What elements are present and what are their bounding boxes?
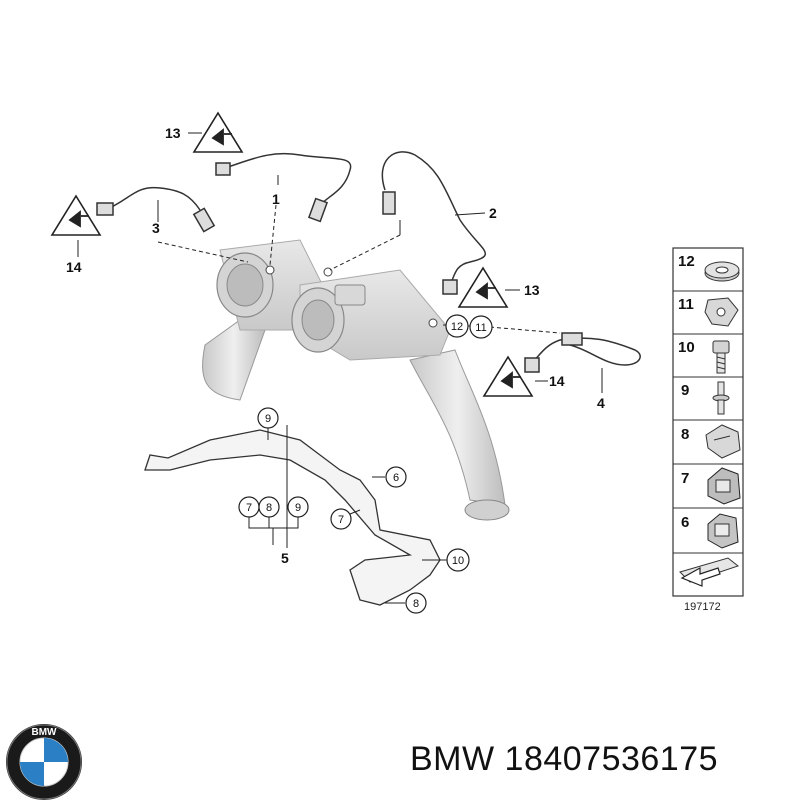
svg-text:9: 9 bbox=[265, 413, 271, 425]
circle-label-6: 6 bbox=[385, 466, 407, 488]
legend-num-10: 10 bbox=[678, 339, 695, 356]
leader-lines bbox=[77, 132, 603, 604]
group-label-9: 9 bbox=[287, 496, 309, 518]
circle-label-8: 8 bbox=[405, 592, 427, 614]
legend-num-11: 11 bbox=[678, 296, 694, 313]
group-label-7: 7 bbox=[238, 496, 260, 518]
legend-num-6: 6 bbox=[681, 514, 689, 531]
bmw-logo-letters: BMW bbox=[32, 727, 58, 738]
svg-text:9: 9 bbox=[295, 502, 301, 514]
arrow-plate-icon bbox=[679, 557, 740, 587]
parts-legend: 12 11 10 9 8 7 6 bbox=[672, 247, 744, 613]
legend-num-9: 9 bbox=[681, 382, 689, 399]
cable-clip-icon bbox=[707, 467, 741, 505]
callout-4: 4 bbox=[597, 395, 605, 411]
callout-14-right: 14 bbox=[549, 373, 565, 389]
warning-triangle-13-right-icon bbox=[457, 266, 509, 308]
catalytic-converter-right bbox=[291, 267, 510, 521]
circle-label-10: 10 bbox=[446, 548, 470, 572]
callout-3: 3 bbox=[152, 220, 160, 236]
stud-icon bbox=[712, 381, 730, 415]
circle-label-9-top: 9 bbox=[257, 407, 279, 429]
spring-clip-icon bbox=[705, 424, 741, 459]
callout-1: 1 bbox=[272, 191, 280, 207]
svg-text:7: 7 bbox=[246, 502, 252, 514]
group-label-8: 8 bbox=[258, 496, 280, 518]
callouts: 1 2 3 4 5 13 13 14 14 bbox=[66, 125, 605, 566]
circle-label-11: 11 bbox=[469, 315, 493, 339]
circle-label-12: 12 bbox=[445, 314, 469, 338]
warning-triangle-14-left-icon bbox=[50, 194, 102, 236]
grommet-icon bbox=[704, 261, 740, 282]
circle-label-7: 7 bbox=[330, 508, 352, 530]
oxygen-sensor-1 bbox=[215, 152, 352, 223]
circled-labels: 9 6 7 10 8 12 11 7 bbox=[238, 314, 493, 614]
bracket-part-5 bbox=[144, 429, 441, 606]
callout-13-right: 13 bbox=[524, 282, 540, 298]
svg-text:12: 12 bbox=[451, 321, 463, 333]
bolt-icon bbox=[712, 340, 730, 374]
legend-num-7: 7 bbox=[681, 470, 689, 487]
callout-13-top: 13 bbox=[165, 125, 181, 141]
brand-part-number: BMW 18407536175 bbox=[410, 740, 719, 778]
warning-triangle-13-top-icon bbox=[192, 111, 244, 153]
svg-text:6: 6 bbox=[393, 472, 399, 484]
svg-text:8: 8 bbox=[266, 502, 272, 514]
bmw-logo-icon: BMW bbox=[6, 724, 82, 800]
svg-text:8: 8 bbox=[413, 598, 419, 610]
legend-num-8: 8 bbox=[681, 426, 689, 443]
svg-text:10: 10 bbox=[452, 555, 464, 567]
oxygen-sensor-3 bbox=[96, 186, 216, 233]
svg-text:11: 11 bbox=[475, 322, 486, 334]
callout-5: 5 bbox=[281, 550, 289, 566]
svg-text:7: 7 bbox=[338, 514, 344, 526]
callout-14-left: 14 bbox=[66, 259, 82, 275]
oxygen-sensor-2 bbox=[381, 151, 486, 295]
legend-num-12: 12 bbox=[678, 253, 695, 270]
reference-number: 197172 bbox=[684, 601, 721, 613]
callout-2: 2 bbox=[489, 205, 497, 221]
warning-triangle-14-right-icon bbox=[482, 355, 534, 397]
clip-nut-icon bbox=[704, 297, 739, 327]
oxygen-sensor-4 bbox=[524, 332, 641, 373]
holder-clip-icon bbox=[707, 513, 739, 549]
